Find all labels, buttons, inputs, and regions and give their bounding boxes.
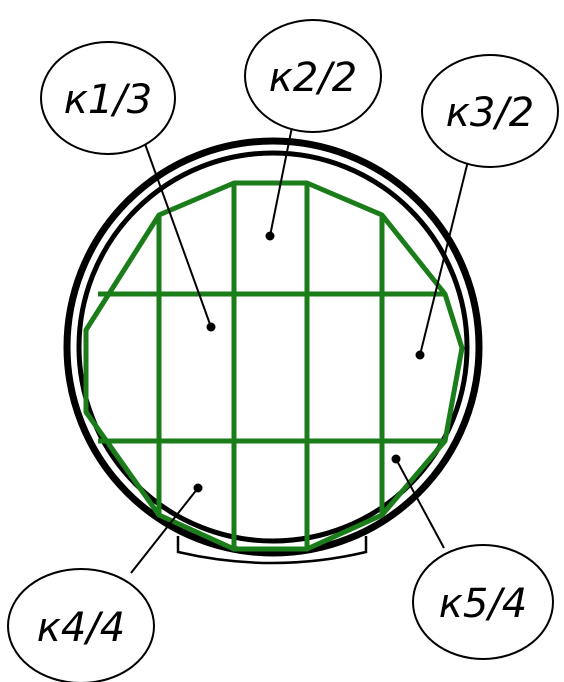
callout-k5: к5/4 [412,544,554,660]
callout-bubble [7,568,155,682]
callout-bubble [244,19,382,133]
points [193,231,425,493]
leader-k3 [419,156,470,356]
callout-k3: к3/2 [421,54,559,168]
point-k5 [391,454,401,464]
callout-k2: к2/2 [244,19,382,133]
callout-label: к1/3 [64,77,153,123]
leader-k1 [139,129,212,328]
callout-bubble [40,41,176,155]
callout-k1: к1/3 [40,41,176,155]
inner-ring [76,150,470,544]
grid-group [83,180,465,552]
outer-ring [63,137,483,557]
point-k4 [193,483,203,493]
leader-lines [130,121,470,574]
bottom-ledge [176,536,368,565]
callout-label: к2/2 [269,55,358,101]
callout-label: к3/2 [446,90,535,136]
leader-k2 [269,121,294,237]
grid-boundary [83,180,465,552]
leader-k4 [130,487,199,574]
leader-k5 [395,458,445,549]
point-k2 [265,231,275,241]
callout-label: к4/4 [37,605,126,651]
callout-k4: к4/4 [7,568,155,682]
callout-bubble [412,544,554,660]
point-k1 [206,322,216,332]
callout-label: к5/4 [439,581,528,627]
callout-bubble [421,54,559,168]
point-k3 [415,350,425,360]
